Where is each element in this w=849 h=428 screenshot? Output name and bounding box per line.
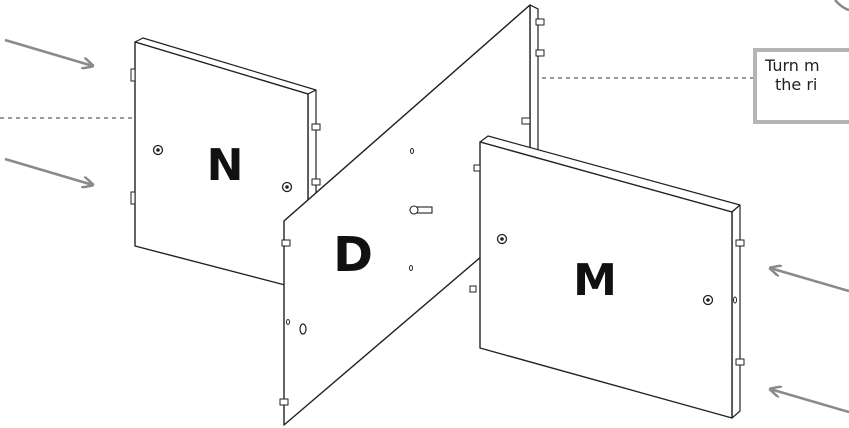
cam-lock-icon [704, 296, 713, 305]
arrow-icon-left-top [5, 40, 93, 66]
connector-bolt-icon [410, 206, 432, 214]
arrow-icon-right-top [770, 268, 849, 291]
panel-m-label: M [573, 255, 617, 306]
cam-lock-icon [498, 235, 507, 244]
cam-lock-icon [154, 146, 163, 155]
arrow-icon-left-bottom [5, 159, 93, 185]
panel-m: M [474, 136, 744, 418]
cam-lock-icon [283, 183, 292, 192]
cam-lock-icon [300, 324, 306, 334]
panel-n-label: N [207, 140, 244, 191]
arrow-icon-top-right [835, 0, 849, 10]
arrow-icon-right-bottom [770, 389, 849, 412]
instruction-note: Turn m the ri [753, 48, 849, 124]
instruction-note-line-1: Turn m [765, 56, 849, 75]
panel-d-label: D [333, 227, 373, 283]
instruction-note-line-2: the ri [765, 75, 849, 94]
